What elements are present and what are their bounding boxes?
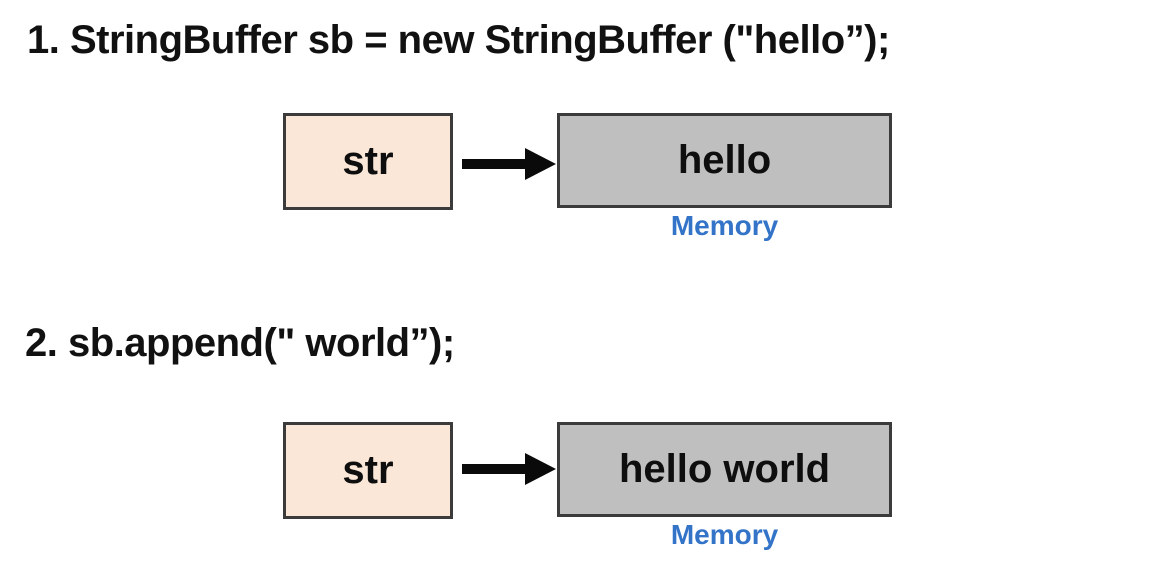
step-2-heading: 2. sb.append(" world”);	[25, 321, 455, 365]
memory-label: Memory	[670, 210, 779, 241]
variable-name: str	[342, 448, 394, 492]
memory-box: hello world	[557, 422, 892, 517]
memory-value: hello	[677, 138, 772, 182]
variable-name: str	[342, 139, 394, 183]
variable-box: str	[283, 113, 453, 210]
memory-value: hello world	[618, 447, 831, 491]
memory-label: Memory	[670, 519, 779, 550]
variable-box: str	[283, 422, 453, 519]
pointer-arrow-icon	[462, 453, 556, 485]
step-1-heading: 1. StringBuffer sb = new StringBuffer ("…	[27, 18, 890, 62]
memory-box: hello	[557, 113, 892, 208]
pointer-arrow-icon	[462, 148, 556, 180]
